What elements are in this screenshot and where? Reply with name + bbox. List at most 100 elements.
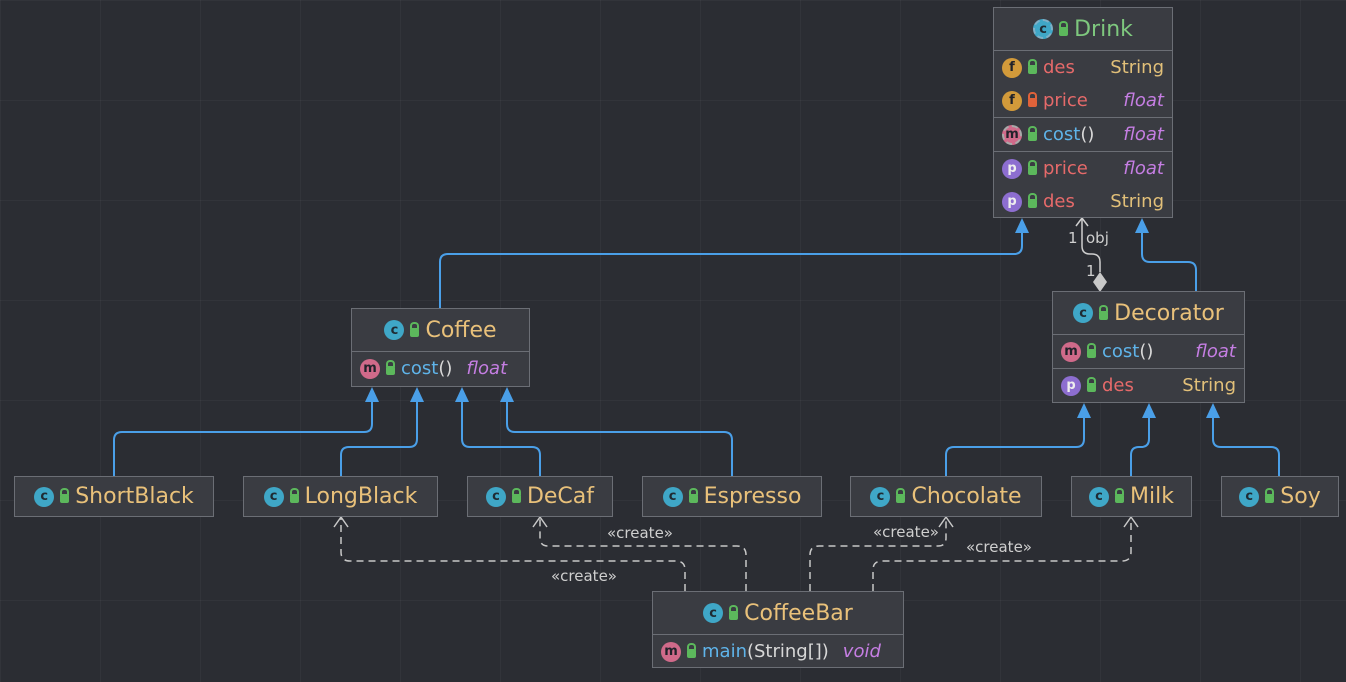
class-header: c Milk: [1072, 477, 1191, 516]
property-icon: p: [1002, 158, 1022, 179]
member-type: float: [1195, 341, 1236, 362]
class-header: c Chocolate: [851, 477, 1041, 516]
class-decaf[interactable]: c DeCaf: [467, 476, 613, 517]
public-lock-icon: [60, 488, 70, 503]
member-property-des[interactable]: p des String: [1053, 369, 1244, 402]
public-lock-icon: [1115, 488, 1125, 503]
edge-coffee-drink: [439, 232, 1023, 308]
member-name: price: [1043, 158, 1088, 179]
create-label-longblack: «create»: [551, 567, 617, 585]
class-icon: c: [1073, 303, 1094, 323]
class-milk[interactable]: c Milk: [1071, 476, 1192, 517]
property-icon: p: [1061, 375, 1081, 396]
member-method-main[interactable]: m main(String[]) void: [653, 635, 903, 668]
edge-longblack-coffee: [340, 402, 418, 476]
runnable-class-icon: c: [703, 603, 724, 623]
abstract-method-icon: m: [1002, 124, 1022, 145]
member-type: float: [1123, 158, 1164, 179]
class-name: Coffee: [425, 317, 497, 343]
class-name: Chocolate: [911, 484, 1022, 509]
public-lock-icon: [1028, 126, 1037, 141]
edge-decaf-coffee: [461, 402, 541, 476]
class-shortblack[interactable]: c ShortBlack: [14, 476, 214, 517]
class-header: c Coffee: [352, 309, 529, 351]
edge-milk-decorator: [1130, 418, 1150, 476]
edge-chocolate-decorator: [945, 418, 1085, 476]
class-name: LongBlack: [304, 484, 418, 509]
property-icon: p: [1002, 191, 1022, 212]
association-role-label: obj: [1086, 229, 1109, 247]
member-params: (): [438, 358, 453, 379]
class-drink[interactable]: c Drink f des String f price float m cos…: [993, 7, 1173, 218]
member-name: des: [1043, 57, 1075, 78]
inheritance-arrowheads: [365, 218, 1220, 418]
member-type: float: [466, 358, 508, 379]
class-header: c ShortBlack: [15, 477, 213, 516]
member-type: void: [842, 641, 881, 662]
member-method-cost[interactable]: m cost() float: [994, 118, 1172, 151]
create-label-decaf: «create»: [607, 524, 673, 542]
class-name: CoffeeBar: [744, 600, 853, 626]
class-icon: c: [263, 486, 284, 507]
edge-create-decaf: [539, 517, 747, 591]
public-lock-icon: [687, 643, 696, 658]
class-coffee[interactable]: c Coffee m cost() float: [351, 308, 530, 387]
method-icon: m: [1061, 341, 1081, 362]
member-field-des[interactable]: f des String: [994, 51, 1172, 84]
public-lock-icon: [1265, 488, 1275, 503]
member-method-cost[interactable]: m cost() float: [1053, 335, 1244, 368]
public-lock-icon: [410, 321, 420, 337]
class-soy[interactable]: c Soy: [1221, 476, 1339, 517]
class-decorator[interactable]: c Decorator m cost() float p des String: [1052, 291, 1245, 403]
public-lock-icon: [729, 604, 739, 620]
multiplicity-source-label: 1: [1068, 229, 1078, 247]
member-name: des: [1102, 375, 1134, 396]
aggregation-diamond: [1093, 272, 1107, 292]
class-chocolate[interactable]: c Chocolate: [850, 476, 1042, 517]
class-header: c Decorator: [1053, 292, 1244, 334]
member-name: cost: [1043, 124, 1081, 145]
create-label-milk: «create»: [966, 538, 1032, 556]
member-method-cost[interactable]: m cost() float: [352, 352, 529, 385]
class-header: c CoffeeBar: [653, 592, 903, 634]
member-property-des[interactable]: p des String: [994, 185, 1172, 218]
class-icon: c: [1239, 486, 1260, 507]
member-name: main: [702, 641, 747, 662]
edge-create-chocolate: [809, 517, 947, 591]
class-longblack[interactable]: c LongBlack: [243, 476, 438, 517]
edge-decorator-drink: [1141, 232, 1197, 291]
class-coffeebar[interactable]: c CoffeeBar m main(String[]) void: [652, 591, 904, 668]
class-name: ShortBlack: [75, 484, 194, 509]
public-lock-icon: [1028, 59, 1037, 74]
class-name: DeCaf: [526, 484, 595, 509]
member-property-price[interactable]: p price float: [994, 152, 1172, 185]
public-lock-icon: [1099, 304, 1109, 320]
class-espresso[interactable]: c Espresso: [642, 476, 822, 517]
class-name: Milk: [1130, 484, 1174, 509]
member-type: String: [1182, 375, 1236, 396]
class-header: c Espresso: [643, 477, 821, 516]
public-lock-icon: [896, 488, 906, 503]
member-name: cost: [1102, 341, 1140, 362]
member-type: String: [1110, 191, 1164, 212]
create-label-chocolate: «create»: [873, 523, 939, 541]
public-lock-icon: [1028, 193, 1037, 208]
public-lock-icon: [688, 488, 698, 503]
edge-association-obj: [1075, 216, 1101, 272]
public-lock-icon: [511, 488, 521, 503]
private-lock-icon: [1028, 92, 1037, 107]
public-lock-icon: [1087, 343, 1096, 358]
public-lock-icon: [289, 488, 299, 503]
class-icon: c: [1089, 486, 1110, 507]
member-type: String: [1110, 57, 1164, 78]
member-params: (): [1139, 341, 1154, 362]
member-type: float: [1123, 90, 1164, 111]
class-name: Decorator: [1114, 300, 1224, 326]
member-field-price[interactable]: f price float: [994, 84, 1172, 117]
class-header: c LongBlack: [244, 477, 437, 516]
member-params: (String[]): [746, 641, 829, 662]
class-icon: c: [34, 486, 55, 507]
multiplicity-target-label: 1: [1086, 262, 1096, 280]
public-lock-icon: [386, 360, 395, 375]
